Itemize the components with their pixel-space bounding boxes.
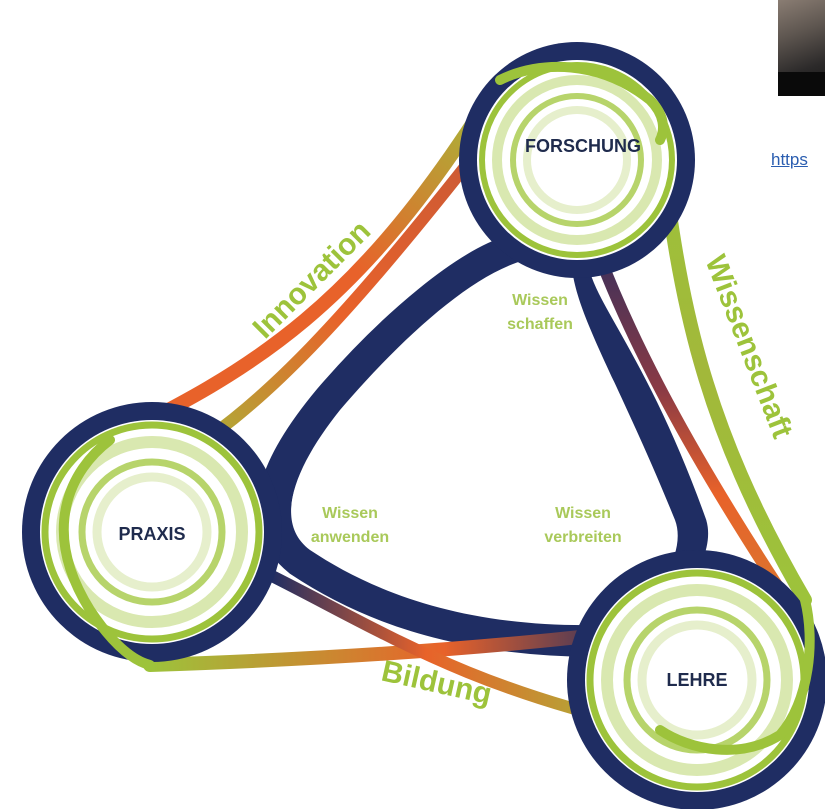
inner-label-schaffen-line1: Wissen xyxy=(512,292,568,309)
url-link[interactable]: https xyxy=(771,150,808,169)
inner-label-verbreiten-line1: Wissen xyxy=(555,505,611,522)
inner-label-verbreiten: Wissen verbreiten xyxy=(544,505,621,546)
node-label-praxis: PRAXIS xyxy=(118,524,185,544)
inner-label-anwenden-line1: Wissen xyxy=(322,505,378,522)
inner-label-schaffen-line2: schaffen xyxy=(507,316,573,333)
center-box xyxy=(382,380,592,470)
video-thumbnail[interactable] xyxy=(778,0,825,96)
node-label-lehre: LEHRE xyxy=(666,670,727,690)
inner-label-schaffen: Wissen schaffen xyxy=(507,292,573,333)
inner-label-verbreiten-line2: verbreiten xyxy=(544,529,621,546)
ribbon-overlays xyxy=(58,61,815,755)
node-forschung: FORSCHUNG xyxy=(459,42,695,278)
ribbon-bildung-outer xyxy=(143,623,647,672)
node-label-forschung: FORSCHUNG xyxy=(525,136,641,156)
node-lehre: LEHRE xyxy=(567,550,825,809)
inner-label-anwenden: Wissen anwenden xyxy=(311,505,389,546)
inner-label-anwenden-line2: anwenden xyxy=(311,529,389,546)
video-thumbnail-band xyxy=(778,72,825,96)
